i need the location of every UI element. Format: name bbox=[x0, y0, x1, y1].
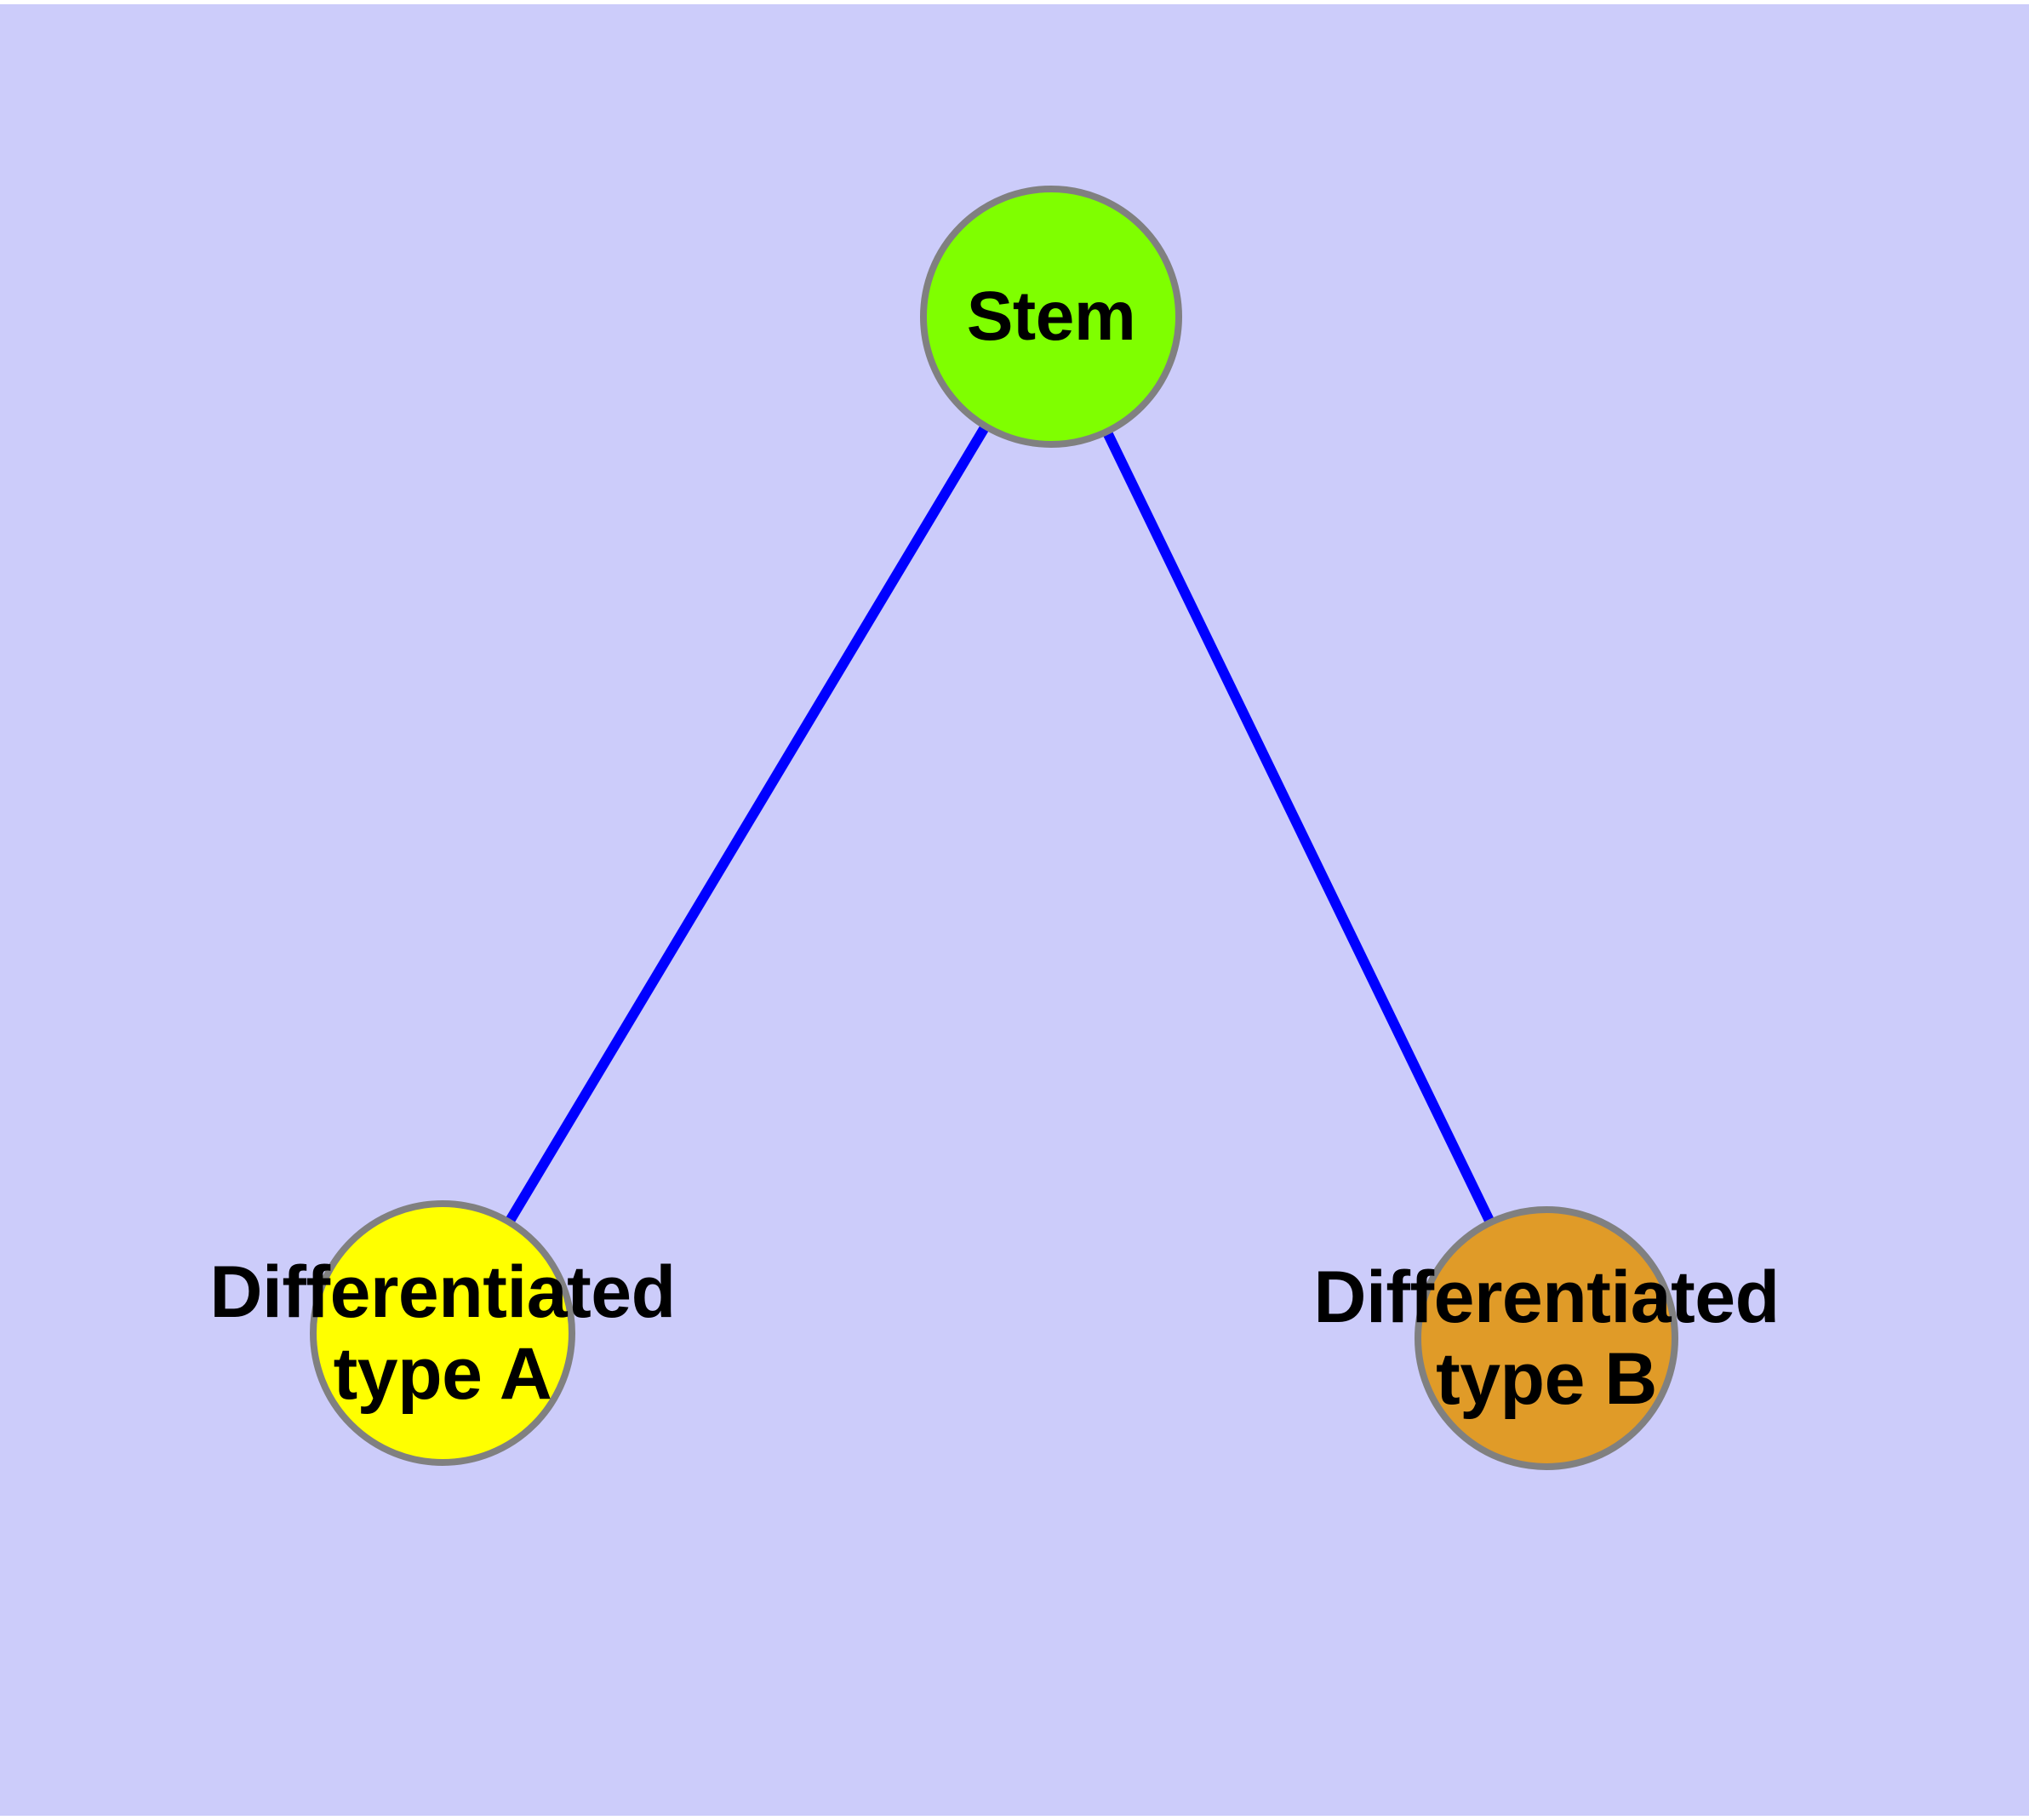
node-differentiated-type-a-circle[interactable] bbox=[310, 1200, 575, 1466]
node-stem-circle[interactable] bbox=[920, 186, 1182, 448]
node-group bbox=[310, 186, 1678, 1470]
edge-stem-to-differentiated-type-b[interactable] bbox=[1046, 314, 1552, 1341]
edge-group bbox=[437, 313, 1552, 1341]
node-differentiated-type-b-circle[interactable] bbox=[1415, 1206, 1678, 1470]
edge-stem-to-differentiated-type-a[interactable] bbox=[437, 313, 1056, 1336]
